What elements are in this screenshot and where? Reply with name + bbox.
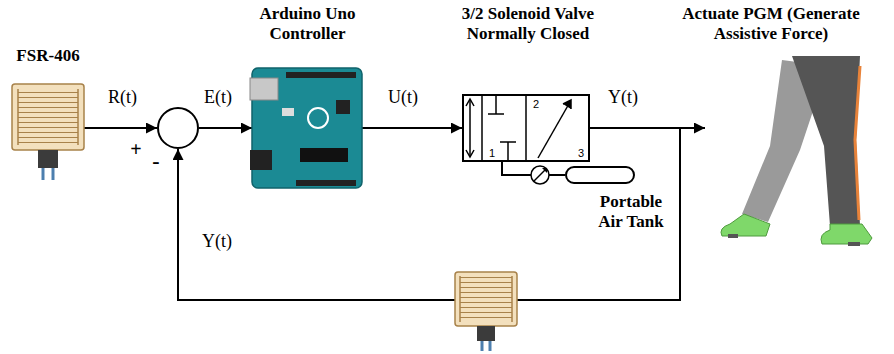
- feedback-fsr-sensor-part: [477, 326, 495, 341]
- valve-symbol-part: [466, 99, 474, 106]
- arduino-board-part: [300, 148, 348, 162]
- air-tank: Portable Air Tank: [565, 166, 635, 184]
- leg-figure-part: [848, 242, 860, 246]
- port-number: 2: [530, 98, 542, 111]
- valve-symbol-part: [500, 141, 516, 143]
- valve-symbol-part: [538, 102, 570, 158]
- arduino-board-part: [286, 72, 356, 78]
- controller-label: Arduino Uno Controller: [240, 4, 375, 43]
- pressure-gauge-part: [542, 168, 547, 173]
- fsr-sensor-part: [12, 84, 84, 150]
- valve-symbol-part: [488, 113, 504, 115]
- fsr-sensor-part: [38, 150, 58, 168]
- valve-symbol-part: [481, 94, 483, 162]
- valve-symbol-part: [495, 94, 497, 114]
- port-number: 3: [575, 147, 587, 160]
- feedback-fsr-sensor-part: [455, 272, 517, 326]
- fsr-sensor-node: FSR-406: [12, 84, 84, 172]
- arduino-board-part: [296, 180, 356, 186]
- valve-symbol-part: [563, 100, 571, 109]
- feedback-fsr-sensor-part: [489, 341, 492, 351]
- fsr-sensor-part: [52, 168, 55, 180]
- leg-figure-part: [792, 56, 860, 226]
- pressure-gauge-part: [534, 169, 546, 181]
- arduino-board-part: [336, 100, 350, 114]
- actuator-node: Actuate PGM (Generate Assistive Force): [705, 56, 875, 200]
- plus-sign: +: [126, 138, 146, 161]
- fsr-sensor-part: [17, 89, 19, 145]
- pressure-gauge: [531, 166, 549, 184]
- valve-symbol-part: [469, 100, 471, 156]
- feedback-fsr-sensor-part: [460, 276, 512, 322]
- signal-connector: [362, 127, 462, 129]
- pressure-gauge-part: [531, 166, 549, 184]
- feedback-fsr-sensor-part: [481, 341, 484, 351]
- valve-symbol-part: [507, 142, 509, 162]
- signal-label: R(t): [106, 88, 139, 108]
- valve-symbol-part: [525, 94, 527, 162]
- signal-label: E(t): [202, 88, 234, 108]
- fsr-sensor-part: [77, 89, 79, 145]
- leg-figure: [721, 56, 872, 246]
- leg-figure-part: [721, 214, 770, 236]
- signal-connector: [84, 127, 157, 129]
- feedback-fsr-sensor-part: [511, 276, 513, 322]
- port-number: 1: [486, 147, 498, 160]
- signal-label: U(t): [386, 88, 420, 108]
- controller-node: Arduino Uno Controller: [252, 68, 362, 188]
- signal-label: Y(t): [606, 88, 640, 108]
- signal-connector: [199, 127, 252, 129]
- signal-connector: [178, 128, 680, 300]
- arduino-board-part: [250, 150, 272, 170]
- feedback-fsr-sensor-part: [459, 276, 461, 322]
- arduino-board-part: [250, 78, 278, 100]
- leg-figure-part: [821, 224, 872, 244]
- feedback-fsr-sensor: [455, 272, 517, 351]
- signal-label: Y(t): [200, 232, 234, 252]
- fsr-sensor-part: [18, 89, 78, 145]
- valve-symbol: [466, 94, 571, 162]
- tank-label: Portable Air Tank: [587, 192, 675, 231]
- fsr-sensor: [12, 84, 84, 180]
- valve-label: 3/2 Solenoid Valve Normally Closed: [450, 4, 606, 43]
- fsr-sensor-part: [42, 168, 45, 180]
- summing-junction: +-: [157, 107, 199, 149]
- leg-figure-part: [855, 66, 860, 220]
- solenoid-valve: 3/2 Solenoid Valve Normally Closed213: [462, 94, 590, 162]
- valve-symbol-part: [466, 150, 474, 157]
- minus-sign: -: [147, 148, 165, 173]
- leg-figure-part: [728, 234, 738, 238]
- arduino-board-part: [282, 108, 294, 116]
- arduino-board: [250, 68, 362, 188]
- arduino-board-part: [308, 108, 328, 128]
- actuator-label: Actuate PGM (Generate Assistive Force): [652, 4, 890, 43]
- sensor-label: FSR-406: [2, 46, 94, 66]
